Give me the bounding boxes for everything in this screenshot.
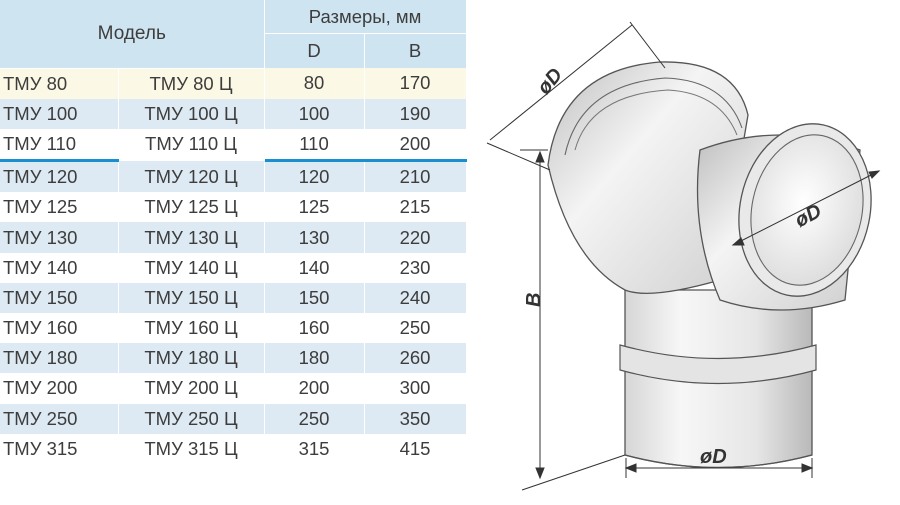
cell-model-c: ТМУ 200 Ц — [118, 373, 265, 404]
cell-d: 140 — [264, 252, 365, 283]
header-d: D — [264, 33, 365, 68]
cell-b: 230 — [364, 252, 467, 283]
cell-model: ТМУ 110 — [0, 128, 119, 163]
cell-d: 125 — [264, 192, 365, 223]
bottom-pipe — [619, 289, 817, 469]
header-sizes: Размеры, мм — [264, 0, 467, 34]
cell-model: ТМУ 180 — [0, 343, 119, 374]
cell-model: ТМУ 160 — [0, 313, 119, 344]
cell-d: 150 — [264, 282, 365, 313]
cell-model-c: ТМУ 130 Ц — [118, 222, 265, 253]
cell-b: 250 — [364, 313, 467, 344]
header-b: B — [364, 33, 467, 68]
cell-d: 80 — [264, 68, 365, 99]
cell-model-c: ТМУ 315 Ц — [118, 433, 265, 464]
cell-b: 415 — [364, 433, 467, 464]
cell-model-c: ТМУ 100 Ц — [118, 98, 265, 129]
table-header-row: Модель Размеры, мм — [0, 0, 467, 69]
label-height: B — [523, 293, 545, 307]
cell-model-c: ТМУ 180 Ц — [118, 343, 265, 374]
cell-model-c: ТМУ 125 Ц — [118, 192, 265, 223]
cell-model-c: ТМУ 150 Ц — [118, 282, 265, 313]
cell-model: ТМУ 200 — [0, 373, 119, 404]
cell-d: 110 — [264, 128, 365, 163]
header-model: Модель — [0, 0, 265, 69]
cell-d: 315 — [264, 433, 365, 464]
dimension-lines — [486, 21, 881, 491]
cell-model: ТМУ 130 — [0, 222, 119, 253]
cell-b: 200 — [364, 128, 467, 163]
cell-b: 190 — [364, 98, 467, 129]
cell-model-c: ТМУ 160 Ц — [118, 313, 265, 344]
cell-b: 210 — [364, 160, 467, 193]
cell-b: 350 — [364, 403, 467, 434]
cell-d: 100 — [264, 98, 365, 129]
cell-model: ТМУ 140 — [0, 252, 119, 283]
left-branch — [547, 61, 749, 294]
cell-model-c: ТМУ 120 Ц — [118, 160, 265, 193]
label-bottom-diameter: øD — [700, 446, 727, 468]
cell-b: 170 — [364, 68, 467, 99]
cell-model: ТМУ 315 — [0, 433, 119, 464]
cell-d: 160 — [264, 313, 365, 344]
cell-model-c: ТМУ 80 Ц — [118, 68, 265, 99]
cell-b: 240 — [364, 282, 467, 313]
cell-b: 215 — [364, 192, 467, 223]
cell-model-c: ТМУ 250 Ц — [118, 403, 265, 434]
table-subheader-row: D B — [0, 33, 467, 68]
label-top-diameter: øD — [533, 64, 567, 99]
tee-drawing: øD øD øD B — [486, 21, 881, 491]
cell-model: ТМУ 250 — [0, 403, 119, 434]
cell-model: ТМУ 80 — [0, 68, 119, 99]
cell-model: ТМУ 125 — [0, 192, 119, 223]
cell-b: 220 — [364, 222, 467, 253]
cell-model: ТМУ 100 — [0, 98, 119, 129]
cell-b: 260 — [364, 343, 467, 374]
right-branch — [696, 123, 872, 311]
cell-d: 120 — [264, 160, 365, 193]
cell-model-c: ТМУ 140 Ц — [118, 252, 265, 283]
cell-model-c: ТМУ 110 Ц — [118, 128, 265, 161]
cell-model: ТМУ 150 — [0, 282, 119, 313]
cell-d: 250 — [264, 403, 365, 434]
cell-model: ТМУ 120 — [0, 160, 119, 193]
cell-d: 200 — [264, 373, 365, 404]
cell-b: 300 — [364, 373, 467, 404]
cell-d: 180 — [264, 343, 365, 374]
cell-d: 130 — [264, 222, 365, 253]
